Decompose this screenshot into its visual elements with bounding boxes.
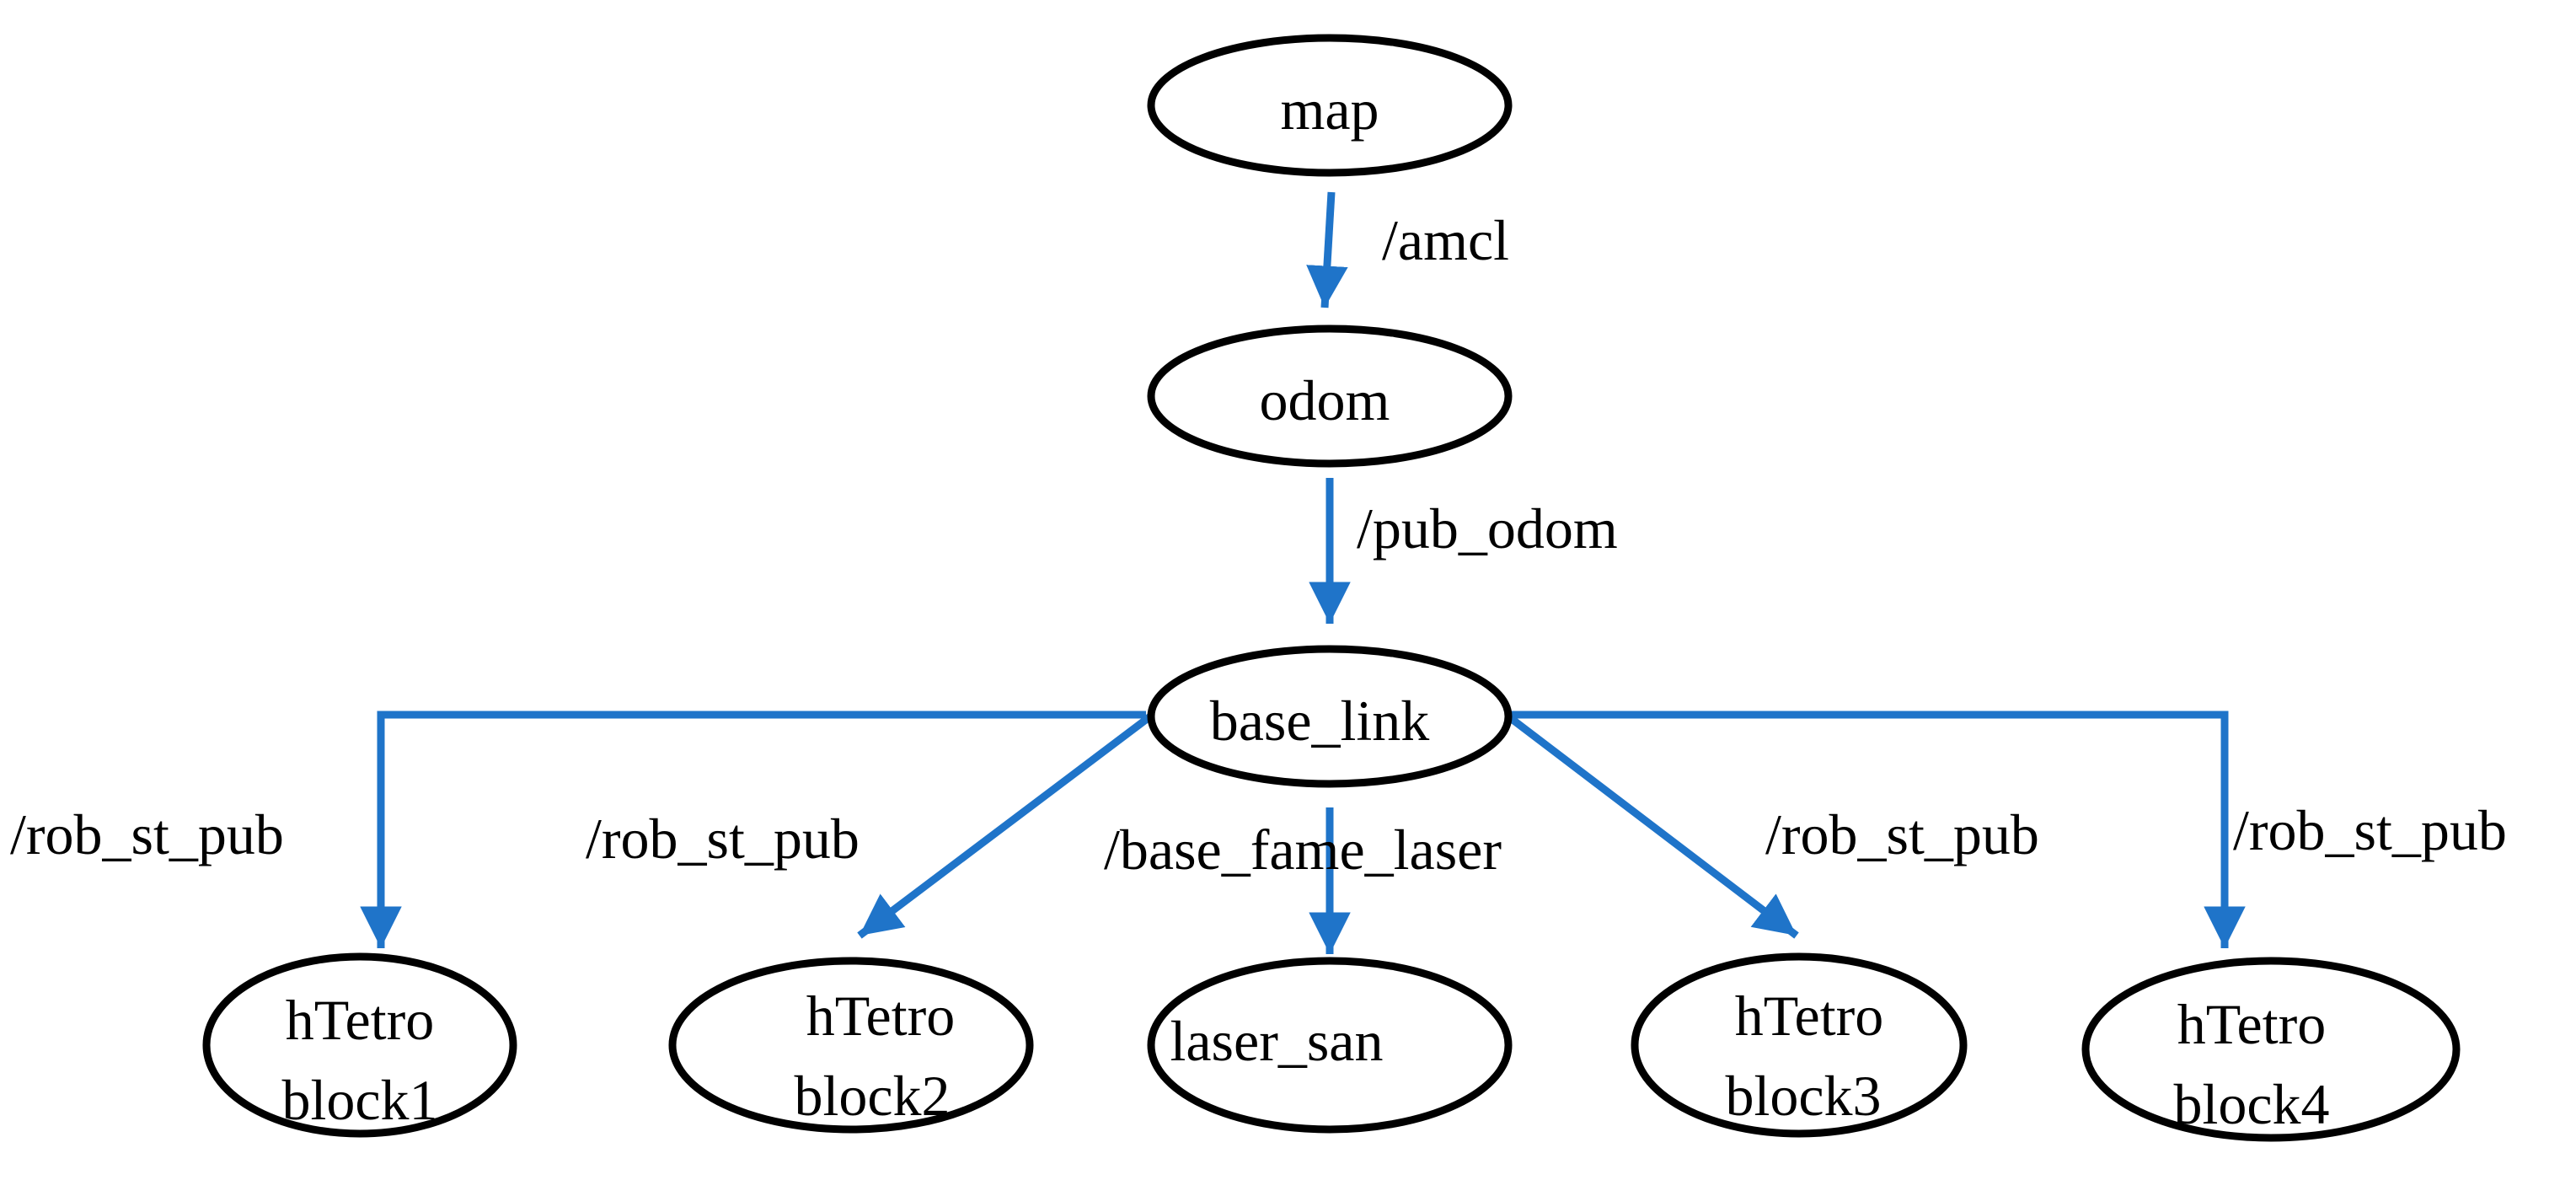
node-base-link-ellipse <box>1147 645 1513 788</box>
edge-map-to-odom <box>1306 191 1348 308</box>
edge-base-link-to-block4 <box>1508 711 2246 948</box>
node-block4-label-line-2: block4 <box>2173 1072 2329 1136</box>
node-block4-label-line-1: hTetro <box>2177 992 2327 1056</box>
edge-labels-layer: /amcl/pub_odom/rob_st_pub/rob_st_pub/bas… <box>10 208 2507 882</box>
node-laser-label-line-1: laser_san <box>1170 1009 1383 1073</box>
node-block1-ellipse <box>202 952 517 1138</box>
nodes-layer: map odom base_link hTetro block1 hTetro block2… <box>202 34 2461 1142</box>
node-base-link: base_link <box>1147 645 1513 788</box>
node-map: map <box>1147 34 1513 177</box>
node-block2: hTetro block2 <box>668 957 1034 1134</box>
edge-base-link-to-block1 <box>360 711 1146 948</box>
node-block3-ellipse <box>1631 952 1968 1138</box>
node-block4-ellipse <box>2081 957 2461 1142</box>
edge-base-link-to-laser-label: /base_fame_laser <box>1104 818 1502 882</box>
node-block4: hTetro block4 <box>2081 957 2461 1142</box>
node-block3-label-line-2: block3 <box>1725 1064 1881 1128</box>
edge-base-link-to-block3-label: /rob_st_pub <box>1765 802 2039 866</box>
edge-map-to-odom-label: /amcl <box>1382 208 1509 272</box>
edge-base-link-to-block1-label: /rob_st_pub <box>10 802 284 866</box>
edge-odom-to-base-link-label: /pub_odom <box>1357 496 1618 560</box>
node-block1-label-line-2: block1 <box>281 1068 437 1132</box>
node-block1-label-line-1: hTetro <box>286 988 435 1052</box>
node-block2-label-line-1: hTetro <box>806 984 956 1048</box>
node-block2-label-line-2: block2 <box>794 1064 950 1128</box>
node-odom: odom <box>1147 324 1513 468</box>
edge-base-link-to-block3 <box>1506 713 1799 939</box>
node-block2-ellipse <box>668 957 1034 1134</box>
edge-base-link-to-block2-label: /rob_st_pub <box>586 807 860 871</box>
edges-layer <box>360 191 2246 954</box>
node-map-label-line-1: map <box>1280 78 1379 142</box>
node-block3-label-line-1: hTetro <box>1735 984 1884 1048</box>
node-odom-label-line-1: odom <box>1260 368 1390 432</box>
node-base-link-label-line-1: base_link <box>1210 689 1430 753</box>
node-map-ellipse <box>1147 34 1513 177</box>
edge-base-link-to-block2 <box>857 713 1153 939</box>
node-laser-ellipse <box>1147 957 1513 1134</box>
edge-base-link-to-block4-label: /rob_st_pub <box>2233 798 2507 862</box>
node-odom-ellipse <box>1147 324 1513 468</box>
node-block1: hTetro block1 <box>202 952 517 1138</box>
node-block3: hTetro block3 <box>1631 952 1968 1138</box>
node-laser: laser_san <box>1147 957 1513 1134</box>
